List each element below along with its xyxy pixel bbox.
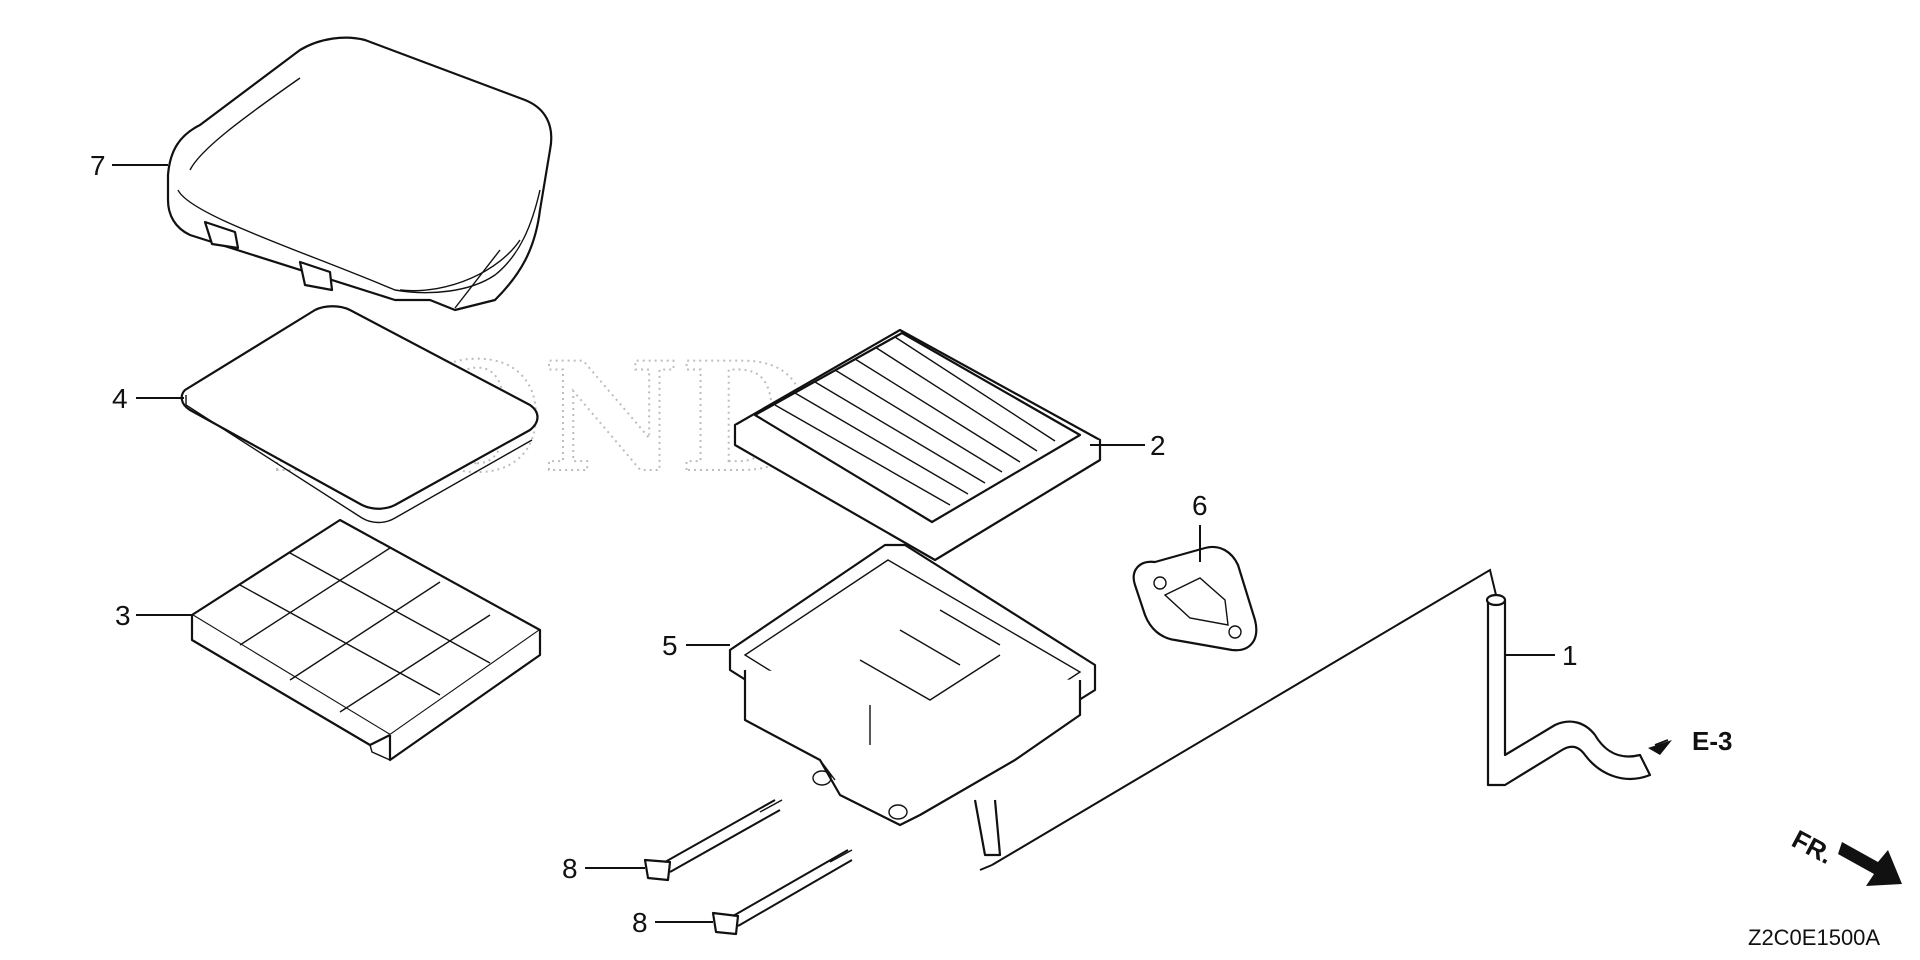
part-6-gasket: [1132, 545, 1258, 652]
callout-8-upper: 8: [562, 853, 578, 884]
ref-arrow-icon: [1648, 740, 1672, 755]
callout-7: 7: [90, 150, 106, 181]
part-8-bolt-lower: [711, 849, 853, 936]
front-direction-arrow-icon: [1838, 842, 1902, 886]
callout-2: 2: [1150, 430, 1166, 461]
callout-5: 5: [662, 630, 678, 661]
callout-4: 4: [112, 383, 128, 414]
callout-3: 3: [115, 600, 131, 631]
part-3-grid-screen: [190, 518, 542, 762]
part-8-bolt-upper: [643, 799, 783, 882]
diagram-code: Z2C0E1500A: [1748, 925, 1880, 950]
part-7-air-cleaner-cover: [166, 36, 553, 312]
tube-routing-line: [991, 568, 1497, 866]
ref-label-e3: E-3: [1692, 726, 1732, 756]
part-2-paper-element: [733, 328, 1102, 562]
part-5-air-cleaner-case: [728, 543, 1097, 857]
part-4-foam-element: [180, 305, 539, 524]
front-direction-label: FR.: [1787, 824, 1838, 870]
leader-lines: [112, 164, 1669, 923]
part-1-breather-tube: [1485, 593, 1652, 787]
callout-8-lower: 8: [632, 907, 648, 938]
callout-1: 1: [1562, 640, 1578, 671]
callout-6: 6: [1192, 490, 1208, 521]
tube-routing-tick: [979, 864, 993, 871]
